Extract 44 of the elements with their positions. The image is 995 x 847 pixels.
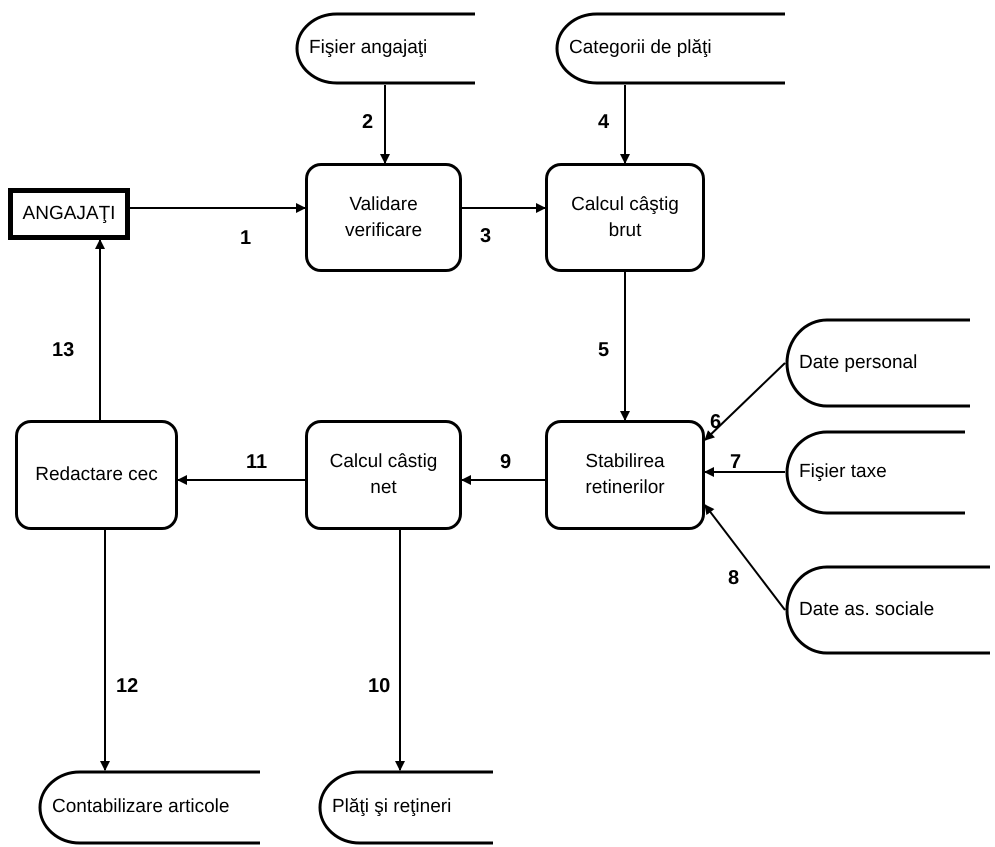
node-label: Calcul câstig net: [328, 450, 438, 500]
arrow: [100, 530, 110, 771]
data-store-label: Date as. sociale: [799, 598, 934, 622]
arrow: [130, 203, 306, 213]
data-store-label: Fişier angajaţi: [309, 36, 428, 60]
data-store-label: Date personal: [799, 350, 918, 375]
process-box: [305, 420, 462, 530]
edge-label: 13: [52, 340, 74, 360]
edge-label: 4: [598, 112, 610, 132]
edge-label: 8: [728, 568, 740, 588]
arrow: [620, 272, 630, 421]
data-store-label: Contabilizare articole: [52, 795, 230, 820]
edge-label: 12: [116, 676, 138, 696]
external-entity-box: [8, 188, 130, 240]
process-box: [545, 163, 705, 272]
arrow: [95, 239, 105, 420]
edge-label: 10: [368, 676, 390, 696]
arrow: [704, 467, 785, 477]
data-store-label: Categorii de plăţi: [569, 36, 712, 60]
arrow: [462, 203, 546, 213]
node-label: ANGAJAŢI: [22, 202, 116, 226]
arrow: [177, 475, 305, 485]
edge-label: 7: [730, 452, 742, 472]
arrow: [704, 362, 786, 441]
arrow: [704, 504, 786, 611]
node-label: Validare verificare: [344, 192, 424, 242]
edge-label: 11: [246, 452, 268, 472]
process-box: [15, 420, 178, 530]
node-label: Calcul câştig brut: [570, 192, 680, 242]
arrow: [461, 475, 545, 485]
arrow: [380, 85, 390, 164]
edge-label: 9: [500, 452, 512, 472]
process-box: [545, 420, 705, 530]
data-store-label: Plăţi şi reţineri: [332, 795, 452, 820]
node-label: Redactare cec: [35, 463, 158, 488]
edge-label: 2: [362, 112, 374, 132]
arrow: [395, 530, 405, 771]
edge-label: 5: [598, 340, 610, 360]
process-box: [305, 163, 462, 272]
arrow: [620, 85, 630, 164]
edge-label: 1: [240, 228, 252, 248]
node-label: Stabilirea retinerilor: [584, 450, 666, 500]
edge-label: 3: [480, 226, 492, 246]
data-store-label: Fişier taxe: [799, 460, 887, 484]
